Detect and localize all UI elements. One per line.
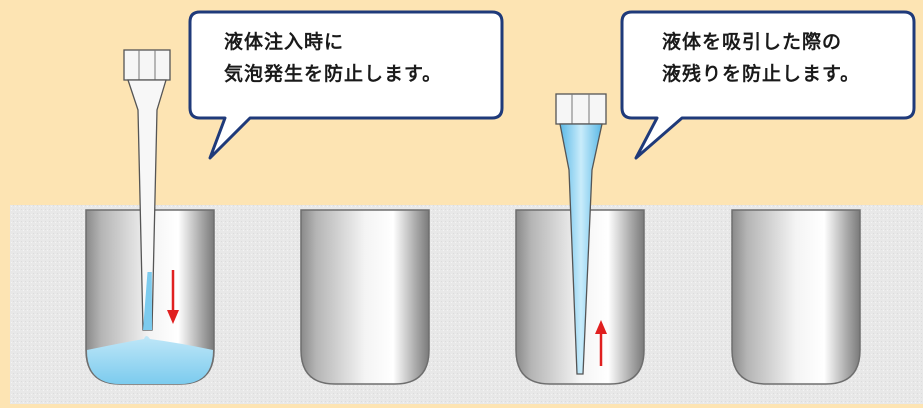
well-liquid bbox=[87, 336, 213, 384]
callout-right-text: 液体を吸引した際の 液残りを防止します。 bbox=[662, 26, 860, 90]
callout-left-bubble bbox=[188, 10, 504, 160]
callout-left-line2: 気泡発生を防止します。 bbox=[224, 63, 443, 85]
well bbox=[731, 209, 861, 385]
pipette-tip-left bbox=[123, 49, 171, 331]
callout-right-line2: 液残りを防止します。 bbox=[662, 63, 861, 85]
callout-left-text: 液体注入時に 気泡発生を防止します。 bbox=[224, 26, 442, 90]
callout-left-line1: 液体注入時に bbox=[224, 31, 345, 53]
arrow-down-icon bbox=[167, 270, 179, 324]
arrow-up-icon bbox=[595, 320, 607, 366]
tip-liquid bbox=[143, 272, 152, 330]
callout-right-bubble bbox=[620, 10, 916, 160]
callout-right-line1: 液体を吸引した際の bbox=[662, 31, 843, 53]
well bbox=[300, 209, 430, 385]
pipette-tip-right bbox=[555, 93, 607, 375]
